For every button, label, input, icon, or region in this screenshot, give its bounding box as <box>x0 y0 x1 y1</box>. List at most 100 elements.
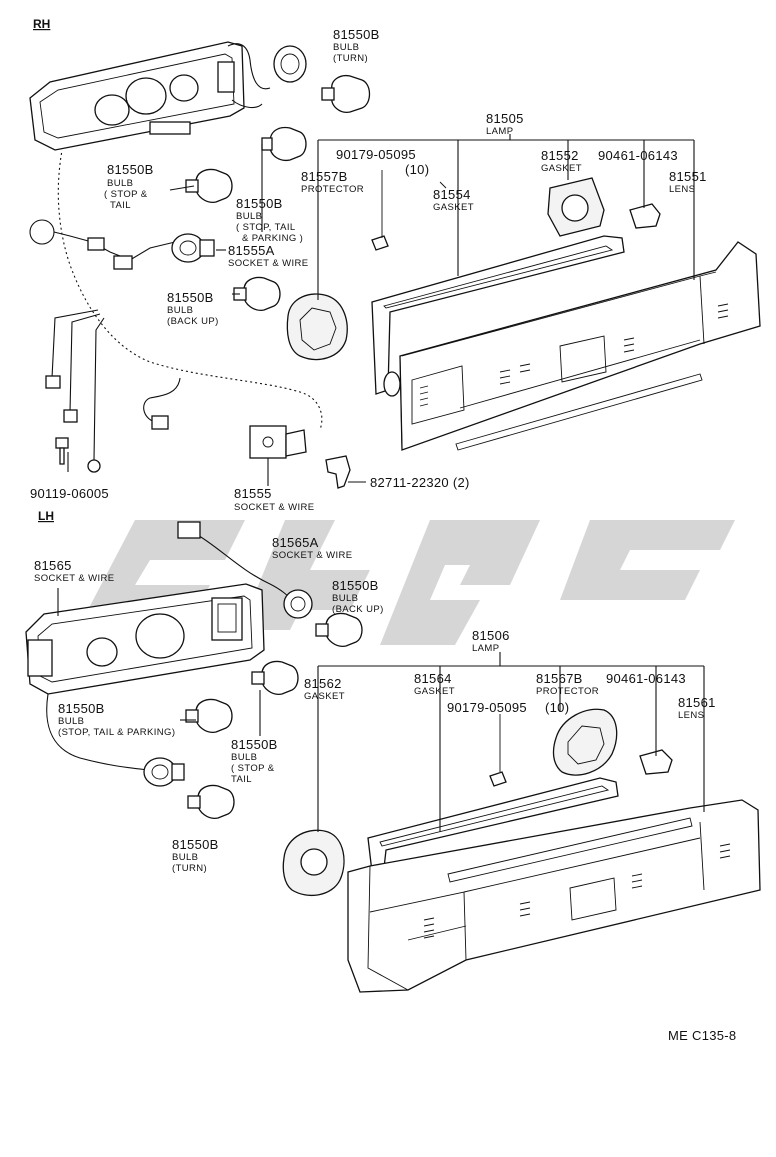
rh-gasket-main-number: 81554 <box>433 187 471 202</box>
lh-clip-number: 90461-06143 <box>606 671 686 686</box>
lh-bulb-stop-tail-number: 81550B <box>231 737 278 752</box>
rh-bulb-stop-tail-desc-1: BULB <box>107 178 133 189</box>
rh-label-lamp: 81505 LAMP <box>486 111 524 137</box>
lh-screw-number: 90179-05095 <box>447 700 527 715</box>
rh-socket-wire-a-number: 81555A <box>228 243 275 258</box>
lh-bulb-stop-tail-parking-icon <box>185 698 233 733</box>
rh-bulb-stop-tail-number: 81550B <box>107 162 154 177</box>
lh-bulb-back-up-desc-1: BULB <box>332 593 358 604</box>
lh-socket-wire-a-desc: SOCKET & WIRE <box>272 550 353 561</box>
rh-connector-4 <box>63 409 78 423</box>
rh-bulb-stop-tail-desc-3: TAIL <box>110 200 131 211</box>
rh-main-gasket <box>371 235 625 395</box>
lh-bulb-back-up-icon <box>315 612 363 647</box>
rh-label-bulb-stop-tail-parking: 81550B BULB ( STOP, TAIL & PARKING ) <box>236 196 303 244</box>
rh-bulb-stp-number: 81550B <box>236 196 283 211</box>
rh-protector <box>286 293 348 361</box>
lh-socket-wire-desc: SOCKET & WIRE <box>34 573 115 584</box>
watermark-logo <box>80 520 735 645</box>
rh-bulb-stop-tail-parking-icon <box>261 126 307 162</box>
rh-bulb-stp-desc-3: & PARKING ) <box>242 233 303 244</box>
rh-gasket-top-number: 81552 <box>541 148 579 163</box>
lh-bulb-turn-icon <box>187 784 235 819</box>
rh-bulb-stop-tail-desc-2: ( STOP & <box>104 189 148 200</box>
lh-socket-wire-a-number: 81565A <box>272 535 319 550</box>
rh-wiring-harness <box>29 43 324 461</box>
diagram-code: ME C135-8 <box>668 1028 736 1043</box>
rh-socket-wire <box>249 425 307 459</box>
lh-label-gasket-left: 81562 GASKET <box>304 676 345 702</box>
rh-label-gasket-top: 81552 GASKET <box>541 148 582 174</box>
lh-bulb-turn-desc-2: (TURN) <box>172 863 207 874</box>
lh-bulb-stp-desc-1: BULB <box>58 716 84 727</box>
lh-screw-icon <box>489 771 507 787</box>
lh-lamp-desc: LAMP <box>472 643 499 654</box>
rh-gasket-top-desc: GASKET <box>541 163 582 174</box>
rh-label-socket-wire-a: 81555A SOCKET & WIRE <box>228 243 309 269</box>
rh-retainer-clip-icon <box>325 455 351 489</box>
rh-label-gasket-main: 81554 GASKET <box>433 187 474 213</box>
rh-lamp-desc: LAMP <box>486 126 513 137</box>
rh-ground-terminal <box>87 459 101 473</box>
lh-gasket-left <box>282 829 345 897</box>
lh-label-bulb-turn: 81550B BULB (TURN) <box>172 837 218 874</box>
lh-section-label: LH <box>38 509 54 523</box>
rh-screw-icon <box>371 235 389 251</box>
lh-label-socket-wire-a: 81565A SOCKET & WIRE <box>272 535 353 561</box>
rh-connector-2 <box>113 255 133 270</box>
rh-label-retainer: 82711-22320 (2) <box>370 475 469 490</box>
rh-lens-number: 81551 <box>669 169 707 184</box>
rh-leader-lines <box>67 134 695 486</box>
lh-gasket-left-number: 81562 <box>304 676 342 691</box>
lh-bulb-back-up-number: 81550B <box>332 578 379 593</box>
rh-screw-qty: (10) <box>405 162 429 177</box>
rh-label-bolt: 90119-06005 <box>30 486 109 501</box>
rh-gasket-main-desc: GASKET <box>433 202 474 213</box>
rh-lamp-lens <box>383 241 761 451</box>
rh-bulb-turn-number: 81550B <box>333 27 380 42</box>
lh-protector <box>552 708 618 776</box>
lh-label-screw: 90179-05095 (10) <box>447 700 569 715</box>
rh-connector-3 <box>45 375 61 389</box>
rh-label-socket-wire: 81555 SOCKET & WIRE <box>234 486 315 513</box>
rh-screw-number: 90179-05095 <box>336 147 416 162</box>
lh-label-clip: 90461-06143 <box>606 671 686 686</box>
rh-socket-wire-number: 81555 <box>234 486 272 501</box>
rh-lens-desc: LENS <box>669 184 695 195</box>
rh-socket-wire-a <box>171 233 215 263</box>
rh-bulb-back-up-icon <box>233 276 281 311</box>
lh-label-bulb-stop-tail: 81550B BULB ( STOP & TAIL <box>231 737 278 785</box>
lh-label-socket-wire: 81565 SOCKET & WIRE <box>34 558 115 584</box>
lh-gasket-main-number: 81564 <box>414 671 452 686</box>
lh-socket-wire-number: 81565 <box>34 558 72 573</box>
rh-protector-number: 81557B <box>301 169 348 184</box>
lh-protector-number: 81567B <box>536 671 583 686</box>
lh-bulb-stp-number: 81550B <box>58 701 105 716</box>
rh-clip-icon <box>629 203 661 229</box>
lh-protector-desc: PROTECTOR <box>536 686 599 697</box>
lh-label-gasket-main: 81564 GASKET <box>414 671 455 697</box>
lh-screw-qty: (10) <box>545 700 569 715</box>
lh-leader-lines <box>57 588 705 832</box>
rh-socket-wire-a-desc: SOCKET & WIRE <box>228 258 309 269</box>
lh-label-lens: 81561 LENS <box>678 695 715 721</box>
rh-bulb-turn-desc-2: (TURN) <box>333 53 368 64</box>
lh-label-bulb-back-up: 81550B BULB (BACK UP) <box>332 578 383 615</box>
rh-protector-desc: PROTECTOR <box>301 184 364 195</box>
lh-label-lamp: 81506 LAMP <box>472 628 509 654</box>
rh-section-label: RH <box>33 17 50 31</box>
lh-bulb-stop-tail-desc-2: ( STOP & <box>231 763 275 774</box>
rh-socket-wire-desc: SOCKET & WIRE <box>234 502 315 513</box>
lh-bulb-turn-desc-1: BULB <box>172 852 198 863</box>
rh-clip-number: 90461-06143 <box>598 148 678 163</box>
rh-connector-5 <box>151 415 169 430</box>
lh-label-bulb-stop-tail-parking: 81550B BULB (STOP, TAIL & PARKING) <box>58 701 175 738</box>
rh-lamp-number: 81505 <box>486 111 524 126</box>
rh-gasket-top <box>547 177 605 237</box>
rh-bolt-icon <box>55 437 69 465</box>
rh-bulb-turn-icon <box>321 74 371 113</box>
rh-socket-housing <box>29 41 245 151</box>
rh-bulb-back-up-desc-1: BULB <box>167 305 193 316</box>
lh-socket-stop-tail-parking <box>143 757 185 787</box>
